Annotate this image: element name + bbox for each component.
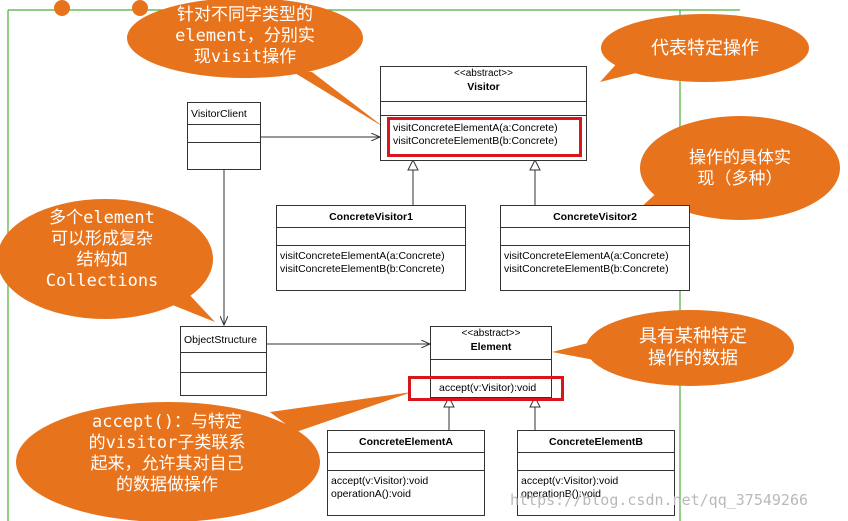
operation-label: visitConcreteElementB(b:Concrete) [393,135,558,147]
class-visitor-client: VisitorClient [187,102,261,170]
operations-section: accept(v:Visitor):void operationB():void [518,471,674,503]
callout-accept-note [16,392,412,521]
class-concrete-visitor1: ConcreteVisitor1 visitConcreteElementA(a… [276,205,466,291]
callout-collections [0,199,215,322]
operations-section: visitConcreteElementA(a:Concrete) visitC… [381,116,586,150]
class-concrete-visitor2: ConcreteVisitor2 visitConcreteElementA(a… [500,205,690,291]
attributes-section [381,102,586,116]
callout-data-for-ops [552,310,794,386]
class-name: ConcreteElementA [359,436,453,448]
class-concrete-element-b: ConcreteElementB accept(v:Visitor):void … [517,430,675,516]
callout-line: 具有某种特定 [639,326,747,347]
class-name: Visitor [467,81,500,93]
callout-op-impl-text: 操作的具体实 现（多种） [660,148,820,190]
class-visitor: <<abstract>> Visitor visitConcreteElemen… [380,66,587,161]
callout-line: Collections [45,271,159,291]
class-concrete-element-a: ConcreteElementA accept(v:Visitor):void … [327,430,485,516]
class-header: <<abstract>> Visitor [381,68,586,102]
callout-collections-text: 多个element 可以形成复杂 结构如 Collections [22,208,182,292]
callout-line: 现（多种） [697,169,783,189]
callout-line: accept()：与特定 [92,412,242,432]
attributes-section [501,228,689,246]
class-name: ObjectStructure [181,327,266,353]
operation-label: operationA():void [331,488,411,500]
operation-label: visitConcreteElementA(a:Concrete) [393,122,558,134]
class-name: ConcreteElementB [549,436,643,448]
generalization-arrowhead [529,395,541,408]
operation-label: visitConcreteElementB(b:Concrete) [504,263,669,275]
operation-label: accept(v:Visitor):void [439,382,537,394]
callout-represents-ops-text: 代表特定操作 [620,38,790,59]
callout-line: 现visit操作 [193,47,297,67]
highlight-visitor-ops [387,117,582,157]
attributes-section [328,453,484,471]
operation-label: visitConcreteElementB(b:Concrete) [280,263,445,275]
callout-line: 操作的数据 [648,348,738,369]
highlight-element-accept [408,376,564,401]
attributes-section [277,228,465,246]
class-header: <<abstract>> Element [431,328,551,360]
class-object-structure: ObjectStructure [180,326,267,396]
attributes-section [518,453,674,471]
callout-line: element，分别实 [175,26,315,46]
generalization-arrowhead [407,158,419,171]
generalization-arrowhead [529,158,541,171]
operations-section: accept(v:Visitor):void operationA():void [328,471,484,503]
class-header: ConcreteElementA [328,431,484,453]
bullet-dot [132,0,148,16]
attributes-section [181,353,266,373]
callout-line: 多个element [49,208,155,228]
operation-label: operationB():void [521,488,601,500]
operation-label: accept(v:Visitor):void [331,475,429,487]
class-name: Element [470,341,512,353]
watermark-text: https://blog.csdn.net/qq_37549266 [510,491,809,509]
callout-line: 的visitor子类联系 [88,433,246,453]
callout-visit-per-type [127,0,385,128]
operations-section: visitConcreteElementA(a:Concrete) visitC… [501,246,689,278]
callout-accept-note-text: accept()：与特定 的visitor子类联系 起来，允许其对自己 的数据做… [52,412,282,496]
callout-line: 针对不同字类型的 [177,5,313,25]
callout-line: 代表特定操作 [651,38,759,59]
operation-label: visitConcreteElementA(a:Concrete) [504,250,669,262]
class-name: ConcreteVisitor2 [553,211,637,223]
operation-label: accept(v:Visitor):void [521,475,619,487]
callout-line: 操作的具体实 [689,148,791,168]
attributes-section [188,125,260,143]
generalization-arrowhead [443,395,455,408]
class-header: ConcreteVisitor2 [501,206,689,228]
stereotype-label: <<abstract>> [454,68,513,79]
bullet-dot [54,0,70,16]
class-name: ConcreteVisitor1 [329,211,413,223]
class-header: ConcreteVisitor1 [277,206,465,228]
operations-section: visitConcreteElementA(a:Concrete) visitC… [277,246,465,278]
callout-data-for-ops-text: 具有某种特定 操作的数据 [618,326,768,370]
class-header: ConcreteElementB [518,431,674,453]
callout-line: 结构如 [76,250,128,270]
class-element: <<abstract>> Element accept(v:Visitor):v… [430,326,552,398]
callout-visit-per-type-text: 针对不同字类型的 element，分别实 现visit操作 [150,5,340,68]
callout-represents-ops [600,14,809,82]
operation-label: visitConcreteElementA(a:Concrete) [280,250,445,262]
class-name: VisitorClient [188,103,260,125]
callout-line: 起来，允许其对自己 [90,454,244,474]
stereotype-label: <<abstract>> [461,328,521,339]
operations-section: accept(v:Visitor):void [431,378,551,397]
callout-line: 的数据做操作 [116,475,218,495]
callout-line: 可以形成复杂 [51,229,153,249]
